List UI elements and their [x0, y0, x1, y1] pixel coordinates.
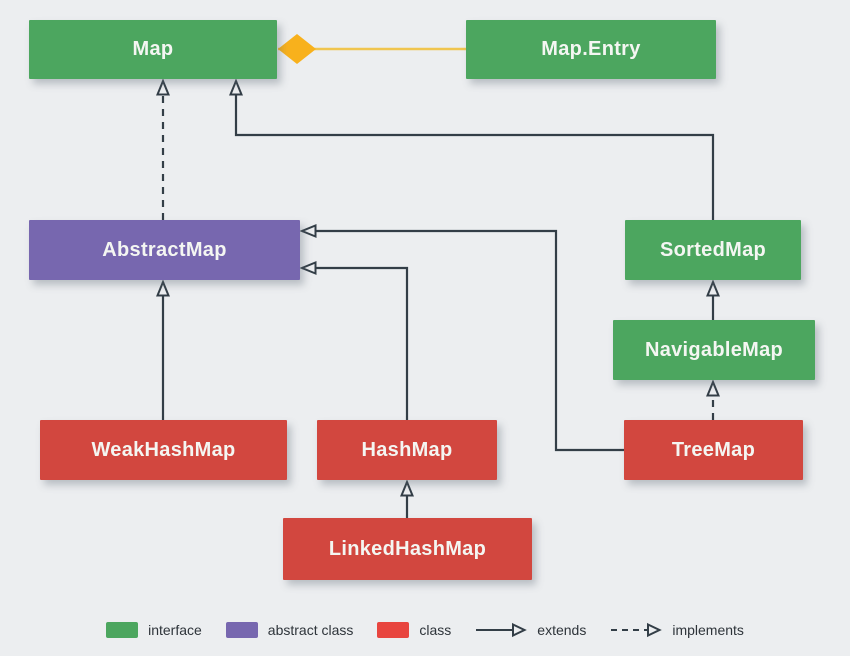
- class-swatch-icon: [377, 622, 410, 638]
- node-map-entry: Map.Entry: [466, 20, 716, 79]
- node-weak-hash-map: WeakHashMap: [40, 420, 287, 480]
- legend: interface abstract class class extends i…: [0, 622, 850, 638]
- node-tree-map: TreeMap: [624, 420, 803, 480]
- legend-label-implements: implements: [672, 622, 744, 638]
- node-navigable-map: NavigableMap: [613, 320, 815, 380]
- interface-swatch-icon: [106, 622, 139, 638]
- node-sorted-map: SortedMap: [625, 220, 801, 280]
- aggregation-diamond-icon: [278, 34, 316, 64]
- legend-item-extends: extends: [475, 622, 586, 638]
- legend-label-abstract-class: abstract class: [267, 622, 354, 638]
- node-linked-hash-map: LinkedHashMap: [283, 518, 532, 580]
- node-abstract-map: AbstractMap: [29, 220, 300, 280]
- legend-item-class: class: [377, 622, 451, 638]
- implements-arrow-icon: [611, 622, 663, 638]
- node-map: Map: [29, 20, 277, 79]
- legend-label-interface: interface: [148, 622, 202, 638]
- edge-tree-map-abstract-map: [299, 224, 624, 452]
- legend-label-extends: extends: [537, 622, 587, 638]
- edge-sorted-map-map: [229, 78, 715, 220]
- edge-hash-map-abstract-map: [299, 261, 409, 420]
- legend-label-class: class: [419, 622, 452, 638]
- extends-arrow-icon: [476, 622, 528, 638]
- node-hash-map: HashMap: [317, 420, 497, 480]
- abstract-class-swatch-icon: [225, 622, 258, 638]
- legend-item-abstract-class: abstract class: [225, 622, 354, 638]
- legend-item-interface: interface: [106, 622, 202, 638]
- legend-item-implements: implements: [610, 622, 744, 638]
